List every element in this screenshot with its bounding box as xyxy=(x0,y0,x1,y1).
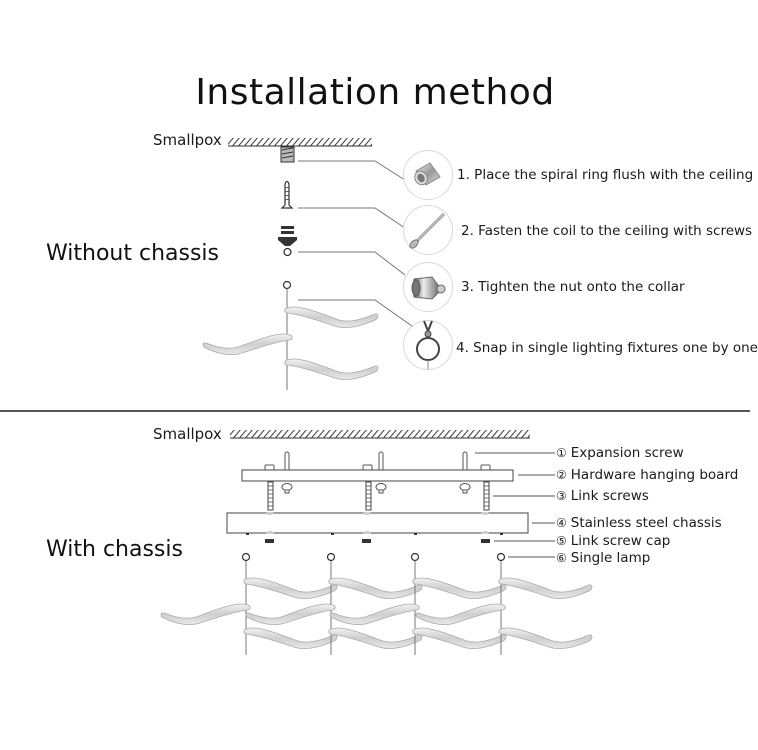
step-3-text: 3. Tighten the nut onto the collar xyxy=(461,279,685,295)
nut-collar-part xyxy=(278,226,297,257)
legend-num: ⑥ xyxy=(556,551,567,565)
legend-text: Hardware hanging board xyxy=(570,467,739,483)
spiral-ring-photo xyxy=(403,150,453,200)
ceiling-hatch-top xyxy=(228,138,372,147)
link-screw-caps xyxy=(265,539,490,543)
hardware-hanging-board xyxy=(241,469,514,482)
lamp-cluster-bottom-1 xyxy=(160,552,338,655)
legend-text: Single lamp xyxy=(570,550,651,566)
stainless-steel-chassis xyxy=(226,512,529,534)
screw-icon xyxy=(409,212,446,249)
ceiling-hatch-bottom xyxy=(230,430,530,439)
screw-photo xyxy=(403,205,453,255)
legend-num: ② xyxy=(556,468,567,482)
board-washers xyxy=(281,483,471,494)
legend-leader-lines xyxy=(475,452,555,558)
snap-ring-photo xyxy=(403,320,453,370)
section-label-with-chassis: With chassis xyxy=(46,537,183,562)
lamp-cluster-bottom-4 xyxy=(415,552,593,655)
legend-text: Expansion screw xyxy=(570,445,684,461)
nut-collar-photo xyxy=(403,262,453,312)
link-screws xyxy=(267,481,490,511)
lamp-cluster-bottom-3 xyxy=(329,552,507,655)
legend-num: ⑤ xyxy=(556,534,567,548)
chassis-holes xyxy=(266,512,489,534)
ceiling-label-bottom: Smallpox xyxy=(153,425,222,443)
lamp-cluster-bottom-2 xyxy=(245,552,423,655)
nut-collar-icon xyxy=(411,276,446,300)
legend-text: Stainless steel chassis xyxy=(570,515,722,531)
chassis-pins xyxy=(246,533,503,535)
legend-num: ③ xyxy=(556,489,567,503)
legend-text: Link screws xyxy=(570,488,649,504)
connector-lines-top xyxy=(298,160,413,327)
section-label-without-chassis: Without chassis xyxy=(46,241,219,266)
section-divider xyxy=(0,410,750,412)
legend-num: ④ xyxy=(556,516,567,530)
spiral-ring-icon xyxy=(414,162,441,186)
screw-part xyxy=(280,180,294,209)
page-title: Installation method xyxy=(195,72,555,113)
snap-ring-icon xyxy=(416,320,440,369)
spiral-ring-part xyxy=(280,146,295,163)
expansion-screws xyxy=(284,451,468,473)
legend-num: ① xyxy=(556,446,567,460)
step-1-text: 1. Place the spiral ring flush with the … xyxy=(457,167,754,183)
ceiling-label-top: Smallpox xyxy=(153,131,222,149)
board-top-nuts xyxy=(264,464,491,471)
step-4-text: 4. Snap in single lighting fixtures one … xyxy=(456,340,758,356)
step-2-text: 2. Fasten the coil to the ceiling with s… xyxy=(461,223,753,239)
legend-text: Link screw cap xyxy=(570,533,671,549)
lamp-cluster-top xyxy=(202,280,379,390)
